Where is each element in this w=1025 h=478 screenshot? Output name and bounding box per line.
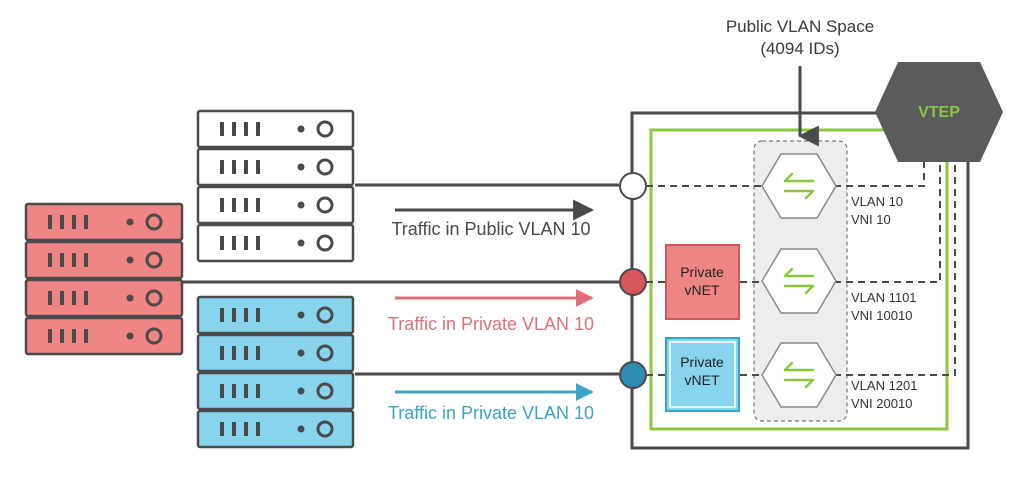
- vni-label-3: VNI 20010: [851, 396, 912, 411]
- public-space-count: (4094 IDs): [760, 39, 839, 58]
- blue-port: [619, 361, 647, 389]
- server-unit: [196, 109, 355, 149]
- blue-server-rack: [196, 295, 355, 449]
- vlan-label-3: VLAN 1201: [851, 378, 918, 393]
- red-port: [619, 268, 647, 296]
- public-port: [619, 172, 647, 200]
- virtual-switches: [761, 153, 837, 408]
- private-vnet-blue-inner: [669, 341, 736, 408]
- vtep-hexagon: [875, 62, 1003, 162]
- server-unit: [196, 409, 355, 449]
- server-unit: [196, 333, 355, 373]
- server-unit: [24, 202, 184, 242]
- blue-vnet-label-line1: Private: [680, 354, 724, 370]
- server-unit: [24, 316, 184, 356]
- switch-icon: [761, 248, 837, 314]
- server-unit: [196, 371, 355, 411]
- server-unit: [196, 185, 355, 225]
- server-unit: [196, 147, 355, 187]
- switch-icon: [761, 153, 837, 219]
- server-unit: [196, 223, 355, 263]
- public-traffic-label: Traffic in Public VLAN 10: [391, 219, 590, 239]
- blue-vnet-label-line2: vNET: [685, 372, 720, 388]
- red-server-rack: [24, 202, 184, 356]
- server-unit: [24, 240, 184, 280]
- private-vnet-red: [665, 244, 740, 320]
- vni-label-1: VNI 10: [851, 212, 891, 227]
- red-vnet-label-line2: vNET: [685, 282, 720, 298]
- vlan-label-2: VLAN 1101: [851, 290, 917, 305]
- switch-icon: [761, 342, 837, 408]
- public-space-title: Public VLAN Space: [726, 17, 874, 36]
- dashed-links: [646, 160, 956, 376]
- white-server-rack: [196, 109, 355, 263]
- vni-label-2: VNI 10010: [851, 308, 912, 323]
- private-vnet-blue: [665, 337, 740, 412]
- red-traffic-label: Traffic in Private VLAN 10: [388, 314, 594, 334]
- server-unit: [24, 278, 184, 318]
- blue-traffic-label: Traffic in Private VLAN 10: [388, 403, 594, 423]
- vlan-label-1: VLAN 10: [851, 194, 903, 209]
- red-vnet-label-line1: Private: [680, 264, 724, 280]
- server-unit: [196, 295, 355, 335]
- vtep-label: VTEP: [918, 104, 960, 121]
